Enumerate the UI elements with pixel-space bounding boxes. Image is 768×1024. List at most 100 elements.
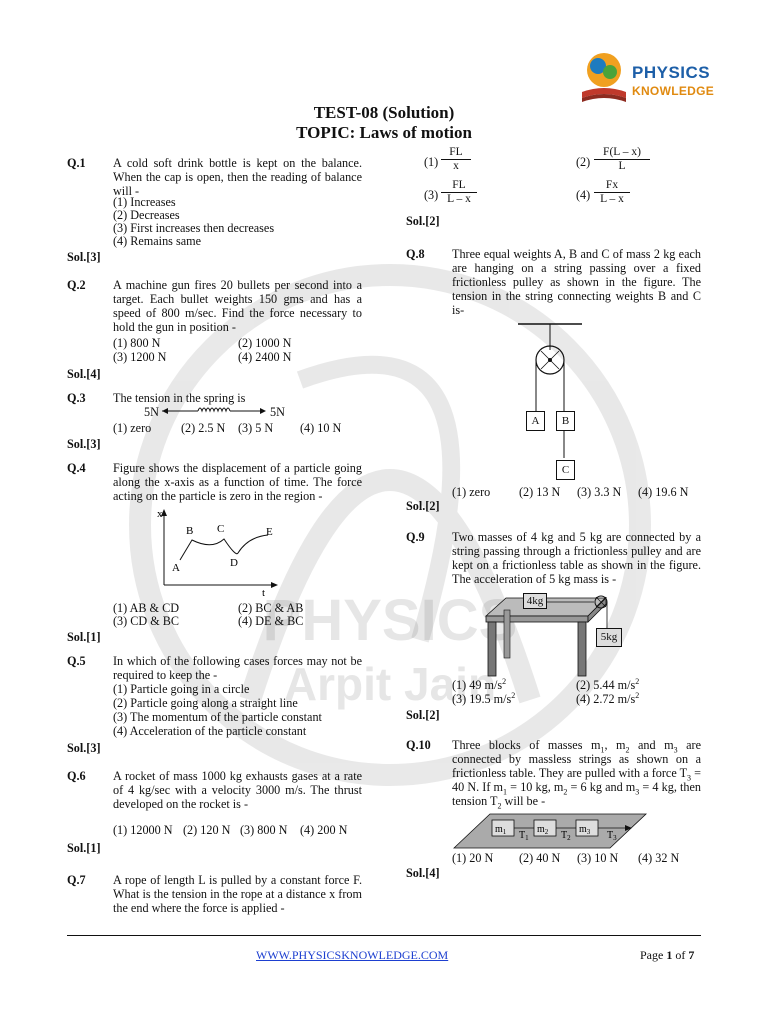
q9-option-1: (1) 49 m/s2 — [452, 676, 507, 692]
q3-left-force: 5N — [144, 405, 159, 419]
q10-text: Three blocks of masses m1, m2 and m3 are… — [452, 738, 702, 811]
svg-text:T3: T3 — [607, 830, 617, 842]
q8-text: Three equal weights A, B and C of mass 2… — [452, 247, 701, 317]
q3-option-2: (2) 2.5 N — [181, 421, 226, 435]
block-5kg: 5kg — [596, 628, 622, 647]
q4-option-3: (3) CD & BC — [113, 614, 180, 628]
q2-option-4: (4) 2400 N — [238, 350, 292, 364]
svg-text:m1: m1 — [495, 824, 507, 836]
q5-option-4: (4) Acceleration of the particle constan… — [113, 724, 307, 738]
q7-option-4-num: Fx — [594, 179, 630, 193]
q1-solution: Sol.[3] — [67, 250, 101, 264]
q5-number: Q.5 — [67, 654, 86, 668]
q1-option-2: (2) Decreases — [113, 208, 180, 222]
q5-option-1: (1) Particle going in a circle — [113, 682, 250, 696]
q7-option-4-den: L – x — [600, 193, 624, 205]
q6-number: Q.6 — [67, 769, 86, 783]
q1-option-4: (4) Remains same — [113, 234, 201, 248]
q3-text: The tension in the spring is — [113, 391, 246, 405]
block-a: A — [526, 411, 545, 431]
q1-text: A cold soft drink bottle is kept on the … — [113, 156, 362, 198]
graph-point-e: E — [266, 526, 273, 538]
q9-option-3: (3) 19.5 m/s2 — [452, 690, 516, 706]
q5-solution: Sol.[3] — [67, 741, 101, 755]
q8-option-1: (1) zero — [452, 485, 491, 499]
q1-number: Q.1 — [67, 156, 86, 170]
q7-option-1-label: (1) — [424, 155, 439, 169]
page-number: Page 1 of 7 — [640, 948, 695, 962]
block-c: C — [556, 460, 575, 480]
q9-option-4: (4) 2.72 m/s2 — [576, 690, 640, 706]
q9-solution: Sol.[2] — [406, 708, 440, 722]
block-4kg: 4kg — [523, 593, 547, 609]
q6-option-1: (1) 12000 N — [113, 823, 173, 837]
graph-x-label: t — [262, 587, 265, 599]
q10-solution: Sol.[4] — [406, 866, 440, 880]
q7-option-3-fraction: FL L – x — [441, 179, 477, 206]
q7-option-1-fraction: FL x — [441, 146, 471, 173]
graph-point-a: A — [172, 562, 180, 574]
graph-point-b: B — [186, 525, 193, 537]
q4-option-1: (1) AB & CD — [113, 601, 180, 615]
q9-text: Two masses of 4 kg and 5 kg are connecte… — [452, 530, 701, 586]
q5-text: In which of the following cases forces m… — [113, 654, 362, 682]
svg-text:T1: T1 — [519, 830, 529, 842]
svg-text:m3: m3 — [579, 824, 591, 836]
q7-option-1-den: x — [453, 160, 459, 172]
q4-number: Q.4 — [67, 461, 86, 475]
graph-point-d: D — [230, 557, 238, 569]
q7-option-2-num: F(L – x) — [594, 146, 650, 160]
brain-book-icon — [582, 53, 626, 102]
q10-option-4: (4) 32 N — [638, 851, 680, 865]
spring-diagram — [162, 407, 266, 414]
q5-option-3: (3) The momentum of the particle constan… — [113, 710, 322, 724]
q7-option-2-label: (2) — [576, 155, 591, 169]
q7-option-3-num: FL — [441, 179, 477, 193]
q7-solution: Sol.[2] — [406, 214, 440, 228]
q6-option-2: (2) 120 N — [183, 823, 231, 837]
q2-solution: Sol.[4] — [67, 367, 101, 381]
q2-text: A machine gun fires 20 bullets per secon… — [113, 278, 362, 334]
q9-option-2: (2) 5.44 m/s2 — [576, 676, 640, 692]
graph-y-label: x — [157, 508, 163, 520]
q3-solution: Sol.[3] — [67, 437, 101, 451]
svg-text:T2: T2 — [561, 830, 571, 842]
q2-number: Q.2 — [67, 278, 86, 292]
q3-option-4: (4) 10 N — [300, 421, 342, 435]
q7-option-1-num: FL — [441, 146, 471, 160]
q6-text: A rocket of mass 1000 kg exhausts gases … — [113, 769, 362, 811]
q3-number: Q.3 — [67, 391, 86, 405]
q4-option-2: (2) BC & AB — [238, 601, 304, 615]
three-blocks-diagram: m1 m2 m3 T1 T2 T3 — [452, 813, 648, 849]
q10-option-2: (2) 40 N — [519, 851, 561, 865]
q7-number: Q.7 — [67, 873, 86, 887]
q7-option-4-label: (4) — [576, 188, 591, 202]
q1-option-1: (1) Increases — [113, 195, 176, 209]
footer-website-link[interactable]: WWW.PHYSICSKNOWLEDGE.COM — [256, 948, 449, 962]
logo-line-2: KNOWLEDGE — [632, 84, 715, 98]
q7-option-4-fraction: Fx L – x — [594, 179, 630, 206]
q4-option-4: (4) DE & BC — [238, 614, 304, 628]
q6-option-3: (3) 800 N — [240, 823, 288, 837]
q2-option-1: (1) 800 N — [113, 336, 161, 350]
block-b: B — [556, 411, 575, 431]
q8-number: Q.8 — [406, 247, 425, 261]
displacement-time-graph: x t A B C D E — [157, 508, 278, 599]
q8-option-4: (4) 19.6 N — [638, 485, 689, 499]
page-title: TEST-08 (Solution) — [313, 103, 455, 122]
q8-option-3: (3) 3.3 N — [577, 485, 622, 499]
q3-option-1: (1) zero — [113, 421, 152, 435]
graph-point-c: C — [217, 523, 224, 535]
pulley-diagram — [518, 323, 582, 458]
q6-solution: Sol.[1] — [67, 841, 101, 855]
q1-option-3: (3) First increases then decreases — [113, 221, 275, 235]
q4-solution: Sol.[1] — [67, 630, 101, 644]
svg-text:m2: m2 — [537, 824, 549, 836]
q6-option-4: (4) 200 N — [300, 823, 348, 837]
q4-text: Figure shows the displacement of a parti… — [113, 461, 362, 503]
q2-option-3: (3) 1200 N — [113, 350, 167, 364]
q7-option-3-label: (3) — [424, 188, 439, 202]
q10-option-1: (1) 20 N — [452, 851, 494, 865]
q7-option-2-den: L — [618, 160, 626, 172]
